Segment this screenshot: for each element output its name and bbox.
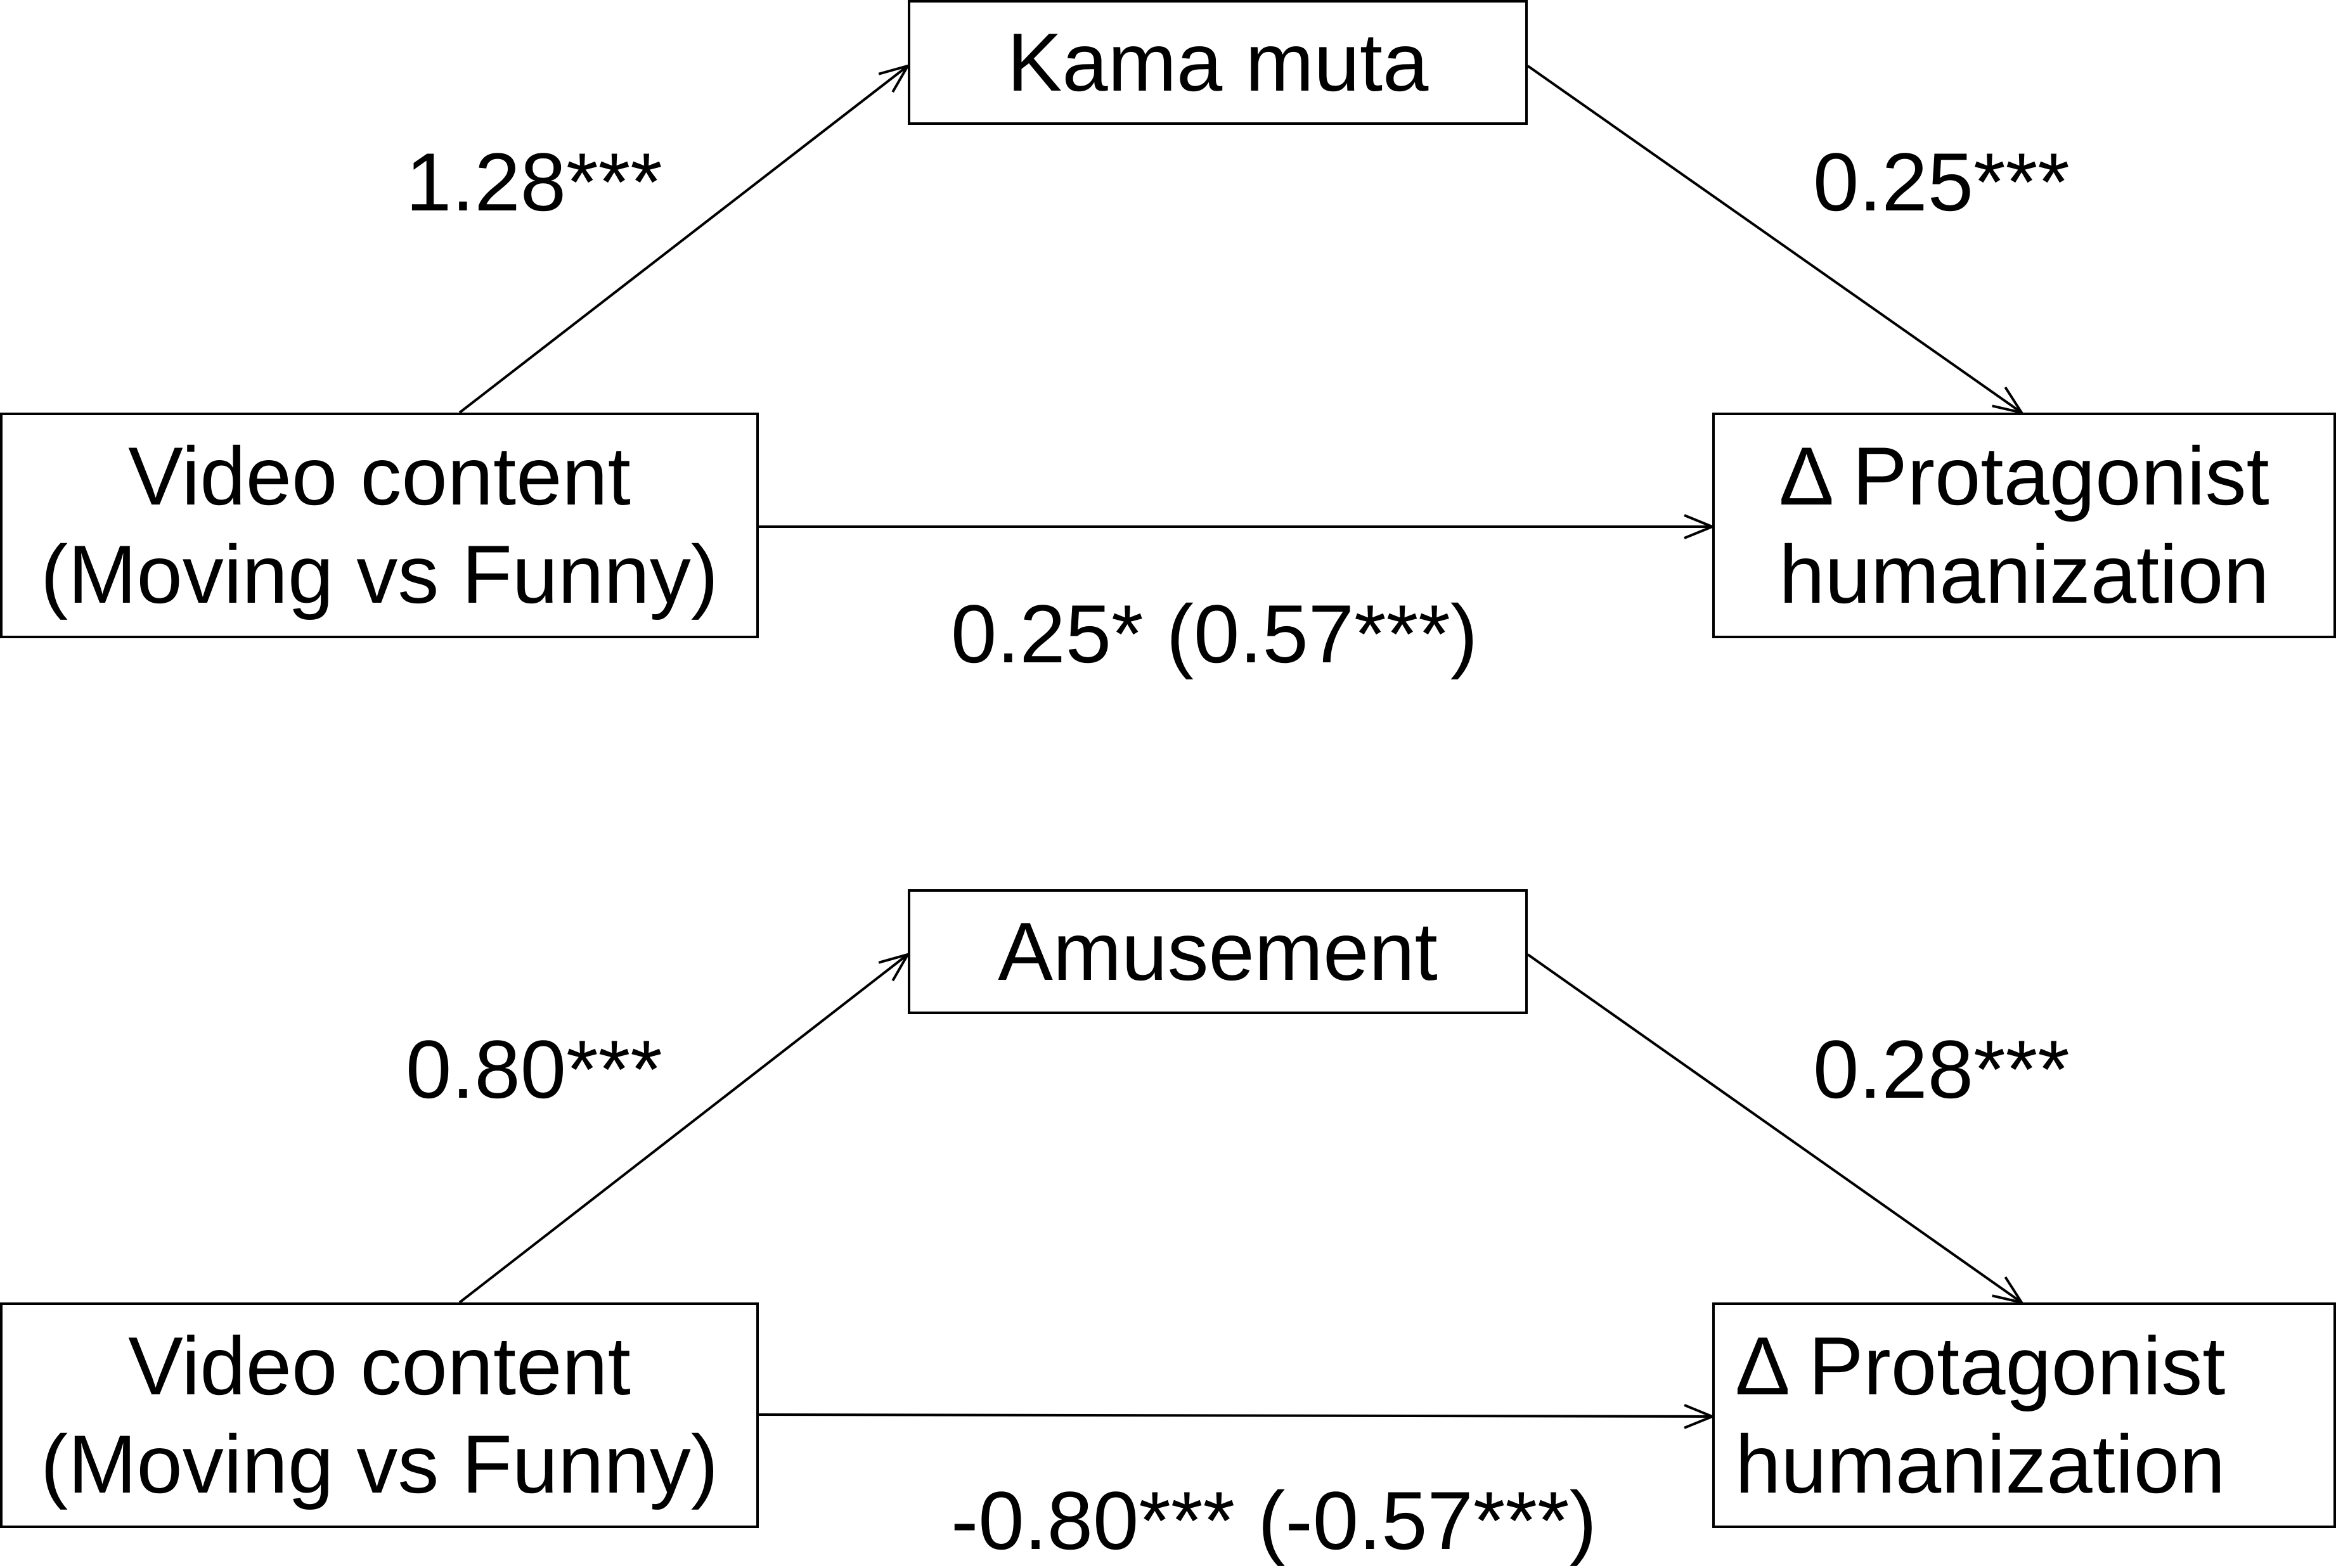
arrow-a-1 bbox=[458, 66, 908, 414]
outcome-label-line2-1: humanization bbox=[1779, 528, 2269, 620]
predictor-label-line2-1: (Moving vs Funny) bbox=[40, 528, 719, 620]
outcome-box-2: Δ Protagonist humanization bbox=[1712, 1302, 2336, 1528]
mediator-label-2: Amusement bbox=[998, 905, 1438, 998]
path-b-coefficient-1: 0.25*** bbox=[1813, 136, 2070, 228]
outcome-box-1: Δ Protagonist humanization bbox=[1712, 413, 2336, 638]
path-a-coefficient-1: 1.28*** bbox=[406, 136, 662, 228]
outcome-label-line1-1: Δ Protagonist bbox=[1779, 430, 2269, 522]
predictor-box-2: Video content (Moving vs Funny) bbox=[0, 1302, 759, 1528]
path-c-coefficient-2: -0.80*** (-0.57***) bbox=[951, 1474, 1597, 1567]
predictor-box-1: Video content (Moving vs Funny) bbox=[0, 413, 759, 638]
mediator-label-1: Kama muta bbox=[1007, 16, 1429, 108]
mediator-box-1: Kama muta bbox=[908, 0, 1528, 125]
predictor-label-line2-2: (Moving vs Funny) bbox=[40, 1418, 719, 1510]
path-c-coefficient-1: 0.25* (0.57***) bbox=[951, 588, 1478, 680]
mediator-box-2: Amusement bbox=[908, 889, 1528, 1014]
predictor-label-line1-1: Video content bbox=[128, 430, 631, 522]
arrow-a-2 bbox=[458, 954, 908, 1304]
path-b-coefficient-2: 0.28*** bbox=[1813, 1023, 2070, 1115]
outcome-label-line1-2: Δ Protagonist bbox=[1735, 1320, 2226, 1412]
arrow-b-1 bbox=[1526, 65, 2022, 413]
arrow-b-2 bbox=[1526, 953, 2022, 1302]
outcome-label-line2-2: humanization bbox=[1735, 1418, 2226, 1510]
path-a-coefficient-2: 0.80*** bbox=[406, 1023, 662, 1115]
arrow-c-2 bbox=[758, 1415, 1712, 1417]
predictor-label-line1-2: Video content bbox=[128, 1320, 631, 1412]
